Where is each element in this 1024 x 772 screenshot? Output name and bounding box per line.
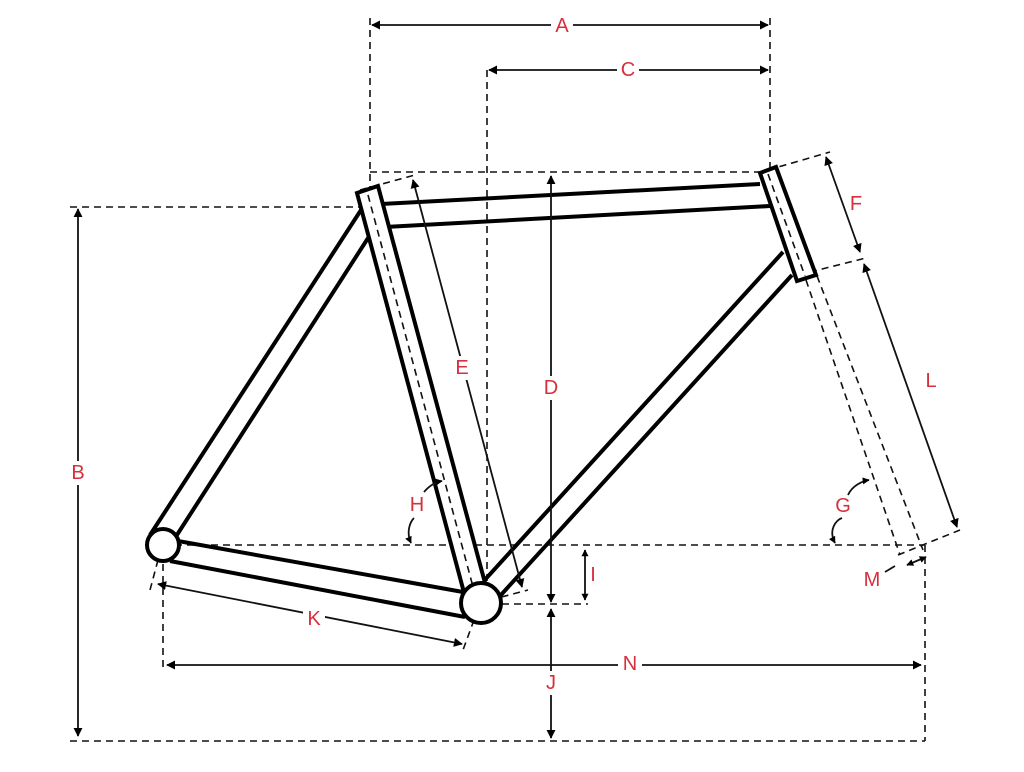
label-l: L bbox=[925, 370, 936, 392]
label-k: K bbox=[307, 608, 321, 630]
label-e: E bbox=[455, 357, 468, 379]
label-f: F bbox=[850, 193, 862, 215]
dimension-f bbox=[824, 156, 862, 253]
seat-tube bbox=[354, 183, 491, 603]
angle-h-arc bbox=[409, 481, 442, 543]
angle-g-arc bbox=[832, 480, 869, 543]
seat-stay-outer bbox=[148, 208, 363, 537]
top-tube-lower bbox=[384, 204, 771, 229]
dimension-labels: A C B D E F L I J K N M G H bbox=[68, 14, 937, 695]
label-d: D bbox=[544, 377, 558, 399]
label-g: G bbox=[835, 495, 851, 517]
label-c: C bbox=[621, 59, 635, 81]
top-tube-upper bbox=[379, 182, 761, 206]
label-a: A bbox=[555, 15, 569, 37]
seat-stay-inner bbox=[173, 233, 372, 540]
down-tube-upper bbox=[480, 250, 785, 585]
label-b: B bbox=[71, 462, 84, 484]
head-tube bbox=[757, 164, 819, 284]
dimension-l bbox=[862, 263, 959, 528]
label-n: N bbox=[623, 653, 637, 675]
label-h: H bbox=[410, 494, 424, 516]
down-tube-lower bbox=[498, 273, 794, 598]
bottom-bracket bbox=[459, 581, 503, 625]
label-m: M bbox=[864, 569, 881, 591]
dimension-lines bbox=[73, 20, 959, 739]
label-i: I bbox=[590, 564, 596, 586]
reference-lines bbox=[70, 18, 961, 742]
bicycle-frame bbox=[145, 164, 819, 625]
label-j: J bbox=[546, 672, 556, 694]
chain-stay-top bbox=[177, 539, 464, 594]
rear-axle bbox=[145, 527, 181, 563]
dimension-e bbox=[410, 179, 525, 588]
dimension-m bbox=[906, 556, 927, 566]
